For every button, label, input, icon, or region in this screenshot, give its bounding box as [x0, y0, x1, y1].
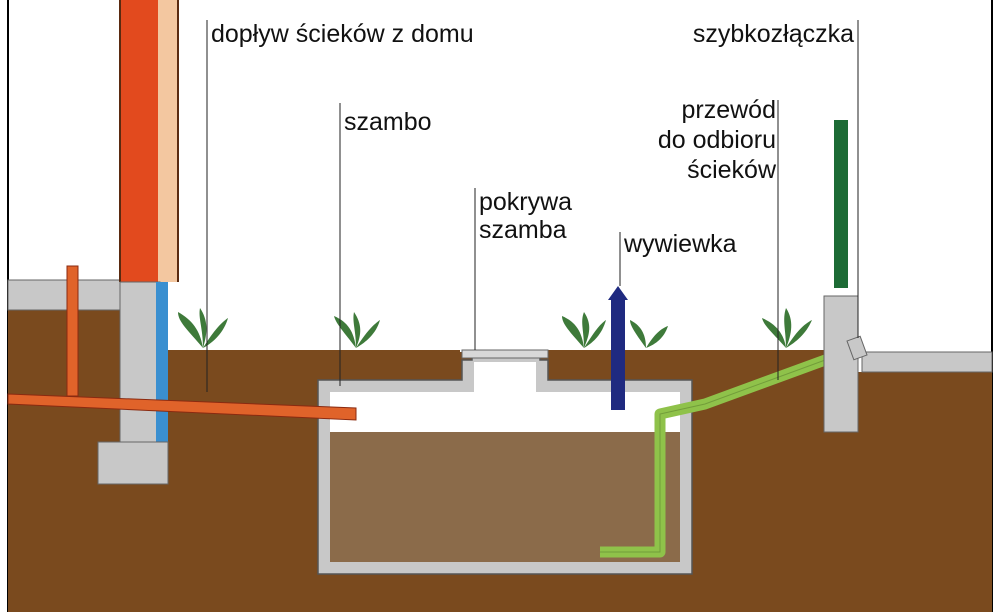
suction-pipe-edge	[600, 347, 859, 553]
foundation-footing	[97, 441, 169, 485]
coupler-green-post	[834, 120, 848, 288]
inflow-vent-riser	[66, 265, 79, 397]
label-vent: wywiewka	[624, 230, 737, 258]
house-wall-insulation	[158, 0, 178, 282]
label-suction-pipe-line2: do odbioru	[657, 126, 776, 154]
label-tank: szambo	[344, 108, 432, 136]
label-suction-pipe-line3: ścieków	[687, 156, 776, 184]
label-inflow: dopływ ścieków z domu	[211, 20, 474, 48]
house-wall-red	[120, 0, 158, 282]
quick-coupler	[846, 335, 868, 361]
vent-cap	[608, 286, 628, 300]
suction-pipe	[600, 342, 860, 558]
plant-3	[562, 312, 668, 348]
sewage-level	[330, 432, 680, 562]
label-cover-line1: pokrywa	[479, 188, 573, 216]
inflow-pipe	[7, 393, 357, 421]
label-cover-line2: szamba	[479, 216, 567, 244]
foundation-insulation	[156, 282, 168, 442]
plant-1	[178, 308, 228, 348]
plant-4	[762, 308, 812, 348]
label-suction-pipe-line1: przewód	[681, 96, 777, 124]
tank-cover	[461, 349, 549, 359]
coupler-post	[823, 295, 859, 433]
vent-pipe	[611, 300, 625, 410]
right-ground-slab	[861, 351, 993, 373]
foundation-wall	[119, 281, 161, 443]
label-quick-coupler: szybkozłączka	[692, 20, 854, 48]
house-slab	[7, 279, 121, 311]
